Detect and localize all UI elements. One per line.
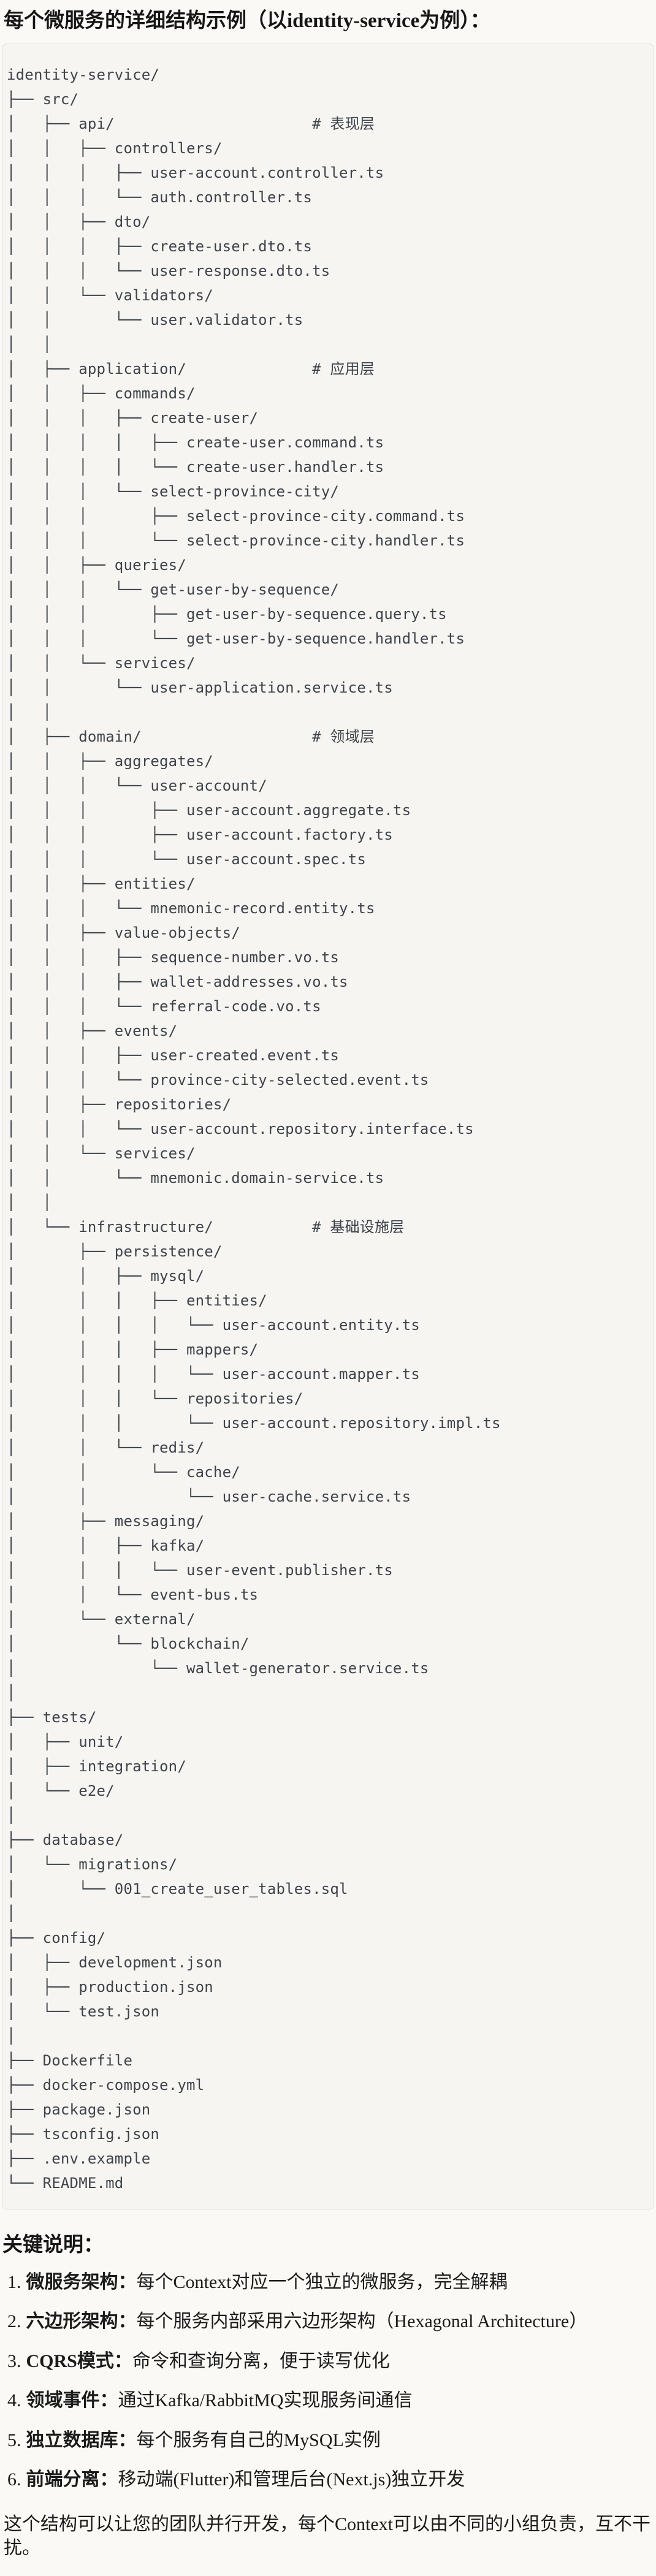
directory-tree-block: identity-service/ ├── src/ │ ├── api/ # … [2,43,654,2209]
note-item-label: 独立数据库： [26,2430,137,2450]
note-item-text: 命令和查询分离，便于读写优化 [132,2350,390,2371]
note-item-number: 6. [7,2469,21,2490]
note-item: 4.领域事件：通过Kafka/RabbitMQ实现服务间通信 [7,2389,654,2412]
note-item-number: 5. [7,2430,21,2450]
note-item-number: 1. [7,2271,21,2292]
note-item-number: 4. [7,2390,21,2411]
note-item-label: 领域事件： [26,2390,118,2411]
note-item-number: 2. [7,2311,21,2332]
note-item-text: 通过Kafka/RabbitMQ实现服务间通信 [118,2390,413,2411]
note-item: 5.独立数据库：每个服务有自己的MySQL实例 [7,2429,654,2452]
notes-list: 1.微服务架构：每个Context对应一个独立的微服务，完全解耦 2.六边形架构：… [2,2271,654,2491]
note-item-text: 每个服务有自己的MySQL实例 [136,2430,381,2450]
note-item-number: 3. [7,2350,21,2371]
note-item-label: CQRS模式： [26,2350,132,2371]
key-notes-section: 关键说明： 1.微服务架构：每个Context对应一个独立的微服务，完全解耦 2.… [0,2228,656,2560]
page-title: 每个微服务的详细结构示例（以identity-service为例）： [4,10,490,32]
note-item-text: 每个Context对应一个独立的微服务，完全解耦 [136,2271,508,2292]
directory-tree-text: identity-service/ ├── src/ │ ├── api/ # … [7,66,501,2192]
note-item: 3.CQRS模式：命令和查询分离，便于读写优化 [7,2350,654,2373]
note-item-text: 移动端(Flutter)和管理后台(Next.js)独立开发 [118,2469,465,2490]
note-item-label: 前端分离： [26,2469,118,2490]
note-item: 2.六边形架构：每个服务内部采用六边形架构（Hexagonal Architec… [7,2310,654,2333]
note-item-text: 每个服务内部采用六边形架构（Hexagonal Architecture） [136,2311,588,2332]
note-item: 1.微服务架构：每个Context对应一个独立的微服务，完全解耦 [7,2271,654,2294]
note-item: 6.前端分离：移动端(Flutter)和管理后台(Next.js)独立开发 [7,2468,654,2491]
note-item-label: 六边形架构： [26,2311,137,2332]
notes-heading: 关键说明： [2,2233,104,2256]
closing-paragraph: 这个结构可以让您的团队并行开发，每个Context可以由不同的小组负责，互不干扰… [4,2513,650,2558]
note-item-label: 微服务架构： [26,2271,137,2292]
